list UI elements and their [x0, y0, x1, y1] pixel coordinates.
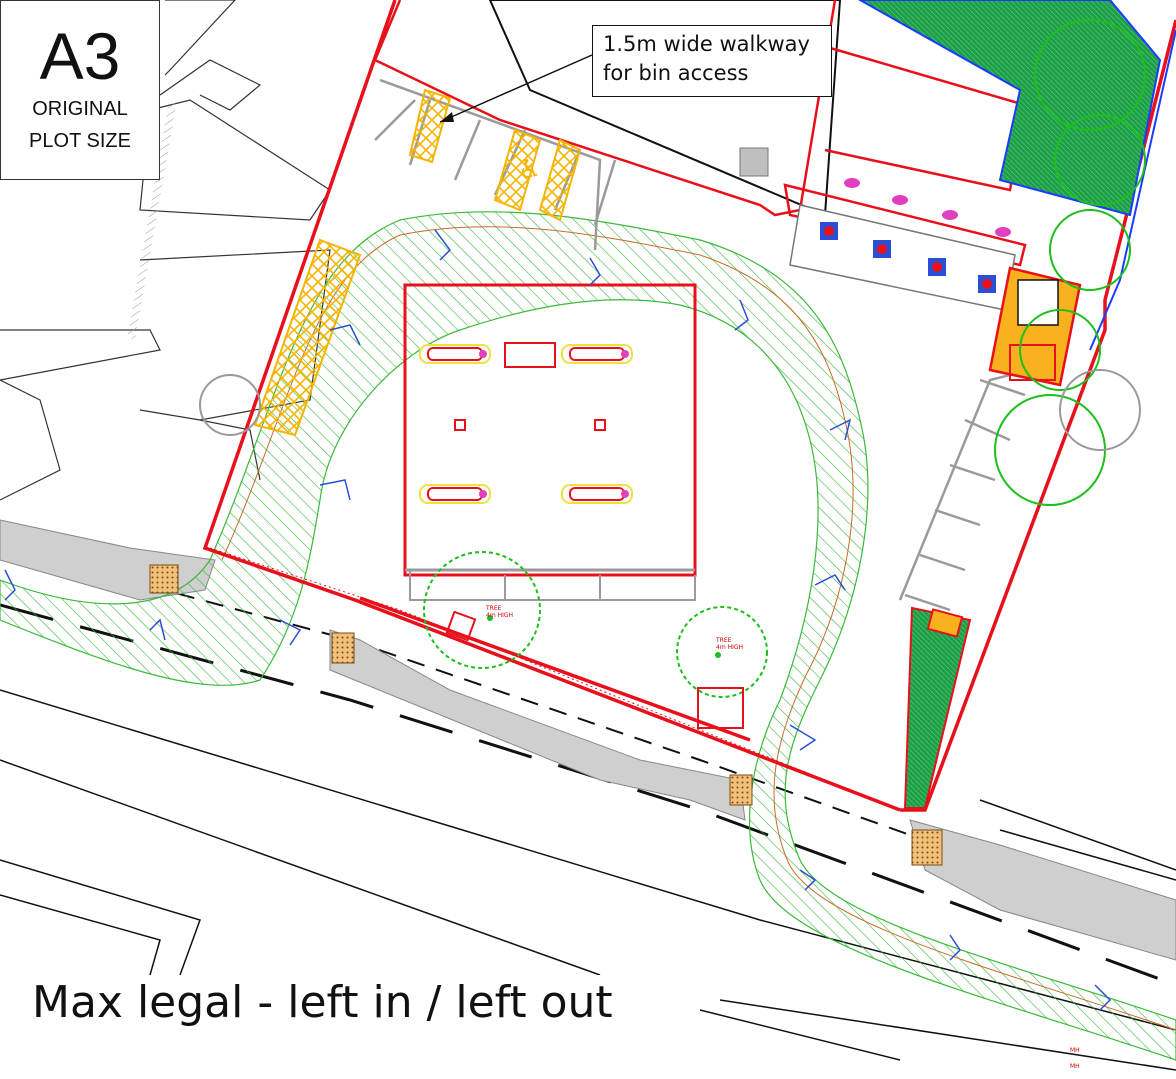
tree-label-2-height: 4m HIGH	[716, 644, 743, 651]
bin-store-grid	[739, 147, 769, 177]
left-hatch-strip	[253, 238, 362, 437]
disabled-symbol: ♿	[518, 155, 541, 185]
walkway-callout: 1.5m wide walkway for bin access	[592, 25, 832, 97]
fuel-pumps	[419, 342, 633, 504]
disabled-bay-hatch	[493, 128, 542, 212]
walkway-hatch	[408, 88, 452, 164]
building-hatch-edge	[127, 101, 177, 340]
grass-top-right	[857, 0, 1162, 217]
boundary-ticks	[209, 547, 906, 813]
car-wash-bays	[783, 178, 1027, 311]
tactile-paving	[149, 564, 943, 866]
plot-size-box: A3 ORIGINAL PLOT SIZE	[0, 0, 160, 180]
tree-grey	[199, 369, 1141, 451]
water-line	[1089, 29, 1176, 351]
walkway-callout-line1: 1.5m wide walkway	[603, 32, 810, 56]
tree-label-1-height: 4m HIGH	[486, 612, 513, 619]
manhole-label-1: MH	[1070, 1047, 1080, 1054]
walkway-callout-line2: for bin access	[603, 61, 749, 85]
plot-size-line2: PLOT SIZE	[29, 130, 131, 152]
forecourt-canopy	[403, 283, 697, 601]
callout-leader	[439, 54, 593, 123]
parking-bays-right	[898, 368, 1031, 612]
plot-size-line1: ORIGINAL	[32, 98, 128, 120]
landscape-markers	[4, 229, 1112, 1011]
tree-label-1: TREE	[485, 605, 502, 612]
bin	[926, 608, 964, 638]
small-structures	[445, 610, 744, 729]
neighbouring-buildings	[0, 0, 331, 501]
manhole-label-2: MH	[1070, 1063, 1080, 1070]
drawing-title: Max legal - left in / left out	[20, 975, 625, 1031]
tree-label-2: TREE	[715, 637, 732, 644]
plot-size-label: A3	[39, 19, 121, 93]
